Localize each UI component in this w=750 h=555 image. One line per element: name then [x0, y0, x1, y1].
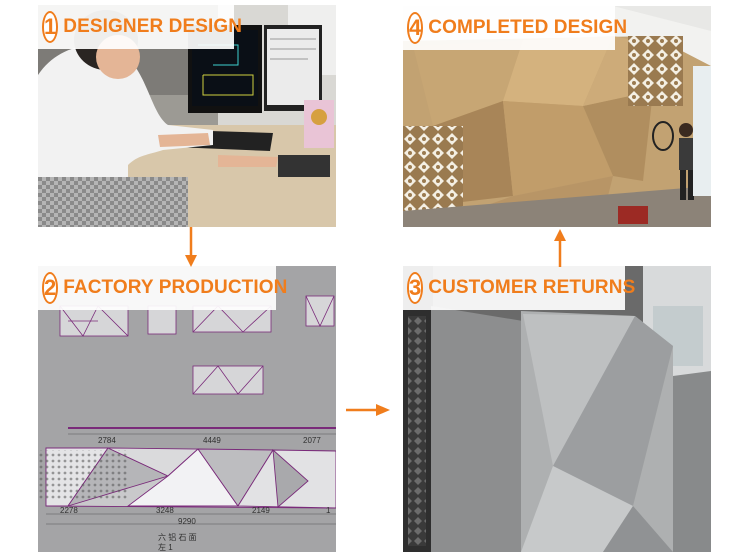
dim-bottom-2: 3248	[156, 506, 174, 515]
dim-bottom-1: 2278	[60, 506, 78, 515]
drawing-note-1: 六 铝 石 面	[158, 532, 197, 542]
dim-top-1: 2784	[98, 436, 116, 445]
step-number-badge: 2	[42, 272, 59, 304]
dim-bottom-3: 2149	[252, 506, 270, 515]
caption-completed-design: 4 COMPLETED DESIGN	[403, 6, 627, 50]
step-label: FACTORY PRODUCTION	[63, 277, 288, 298]
cad-drawing: 2784 4449 2077 2278 3248 2149 1 9290 六 铝…	[38, 266, 336, 552]
drawing-note-2: 左 1	[158, 542, 173, 552]
panel-completed-design: 4 COMPLETED DESIGN	[403, 6, 711, 227]
panel-factory-production: 2784 4449 2077 2278 3248 2149 1 9290 六 铝…	[38, 266, 336, 552]
dim-bottom-4: 1	[326, 506, 331, 515]
step-label: COMPLETED DESIGN	[428, 17, 628, 38]
down-arrow-icon	[185, 227, 197, 267]
step-number-badge: 4	[407, 12, 424, 44]
panel-designer-design: 1 DESIGNER DESIGN	[38, 5, 336, 227]
dim-top-3: 2077	[303, 436, 321, 445]
returned-panels-photo	[403, 266, 711, 552]
dim-top-2: 4449	[203, 436, 221, 445]
step-label: DESIGNER DESIGN	[63, 16, 243, 37]
dim-total: 9290	[178, 517, 196, 526]
caption-designer-design: 1 DESIGNER DESIGN	[38, 5, 242, 49]
up-arrow-icon	[554, 229, 566, 267]
step-number-badge: 1	[42, 11, 59, 43]
step-number-badge: 3	[407, 272, 424, 304]
caption-factory-production: 2 FACTORY PRODUCTION	[38, 266, 287, 310]
panel-customer-returns: 3 CUSTOMER RETURNS	[403, 266, 711, 552]
right-arrow-icon	[346, 404, 390, 416]
caption-customer-returns: 3 CUSTOMER RETURNS	[403, 266, 635, 310]
step-label: CUSTOMER RETURNS	[428, 277, 636, 298]
